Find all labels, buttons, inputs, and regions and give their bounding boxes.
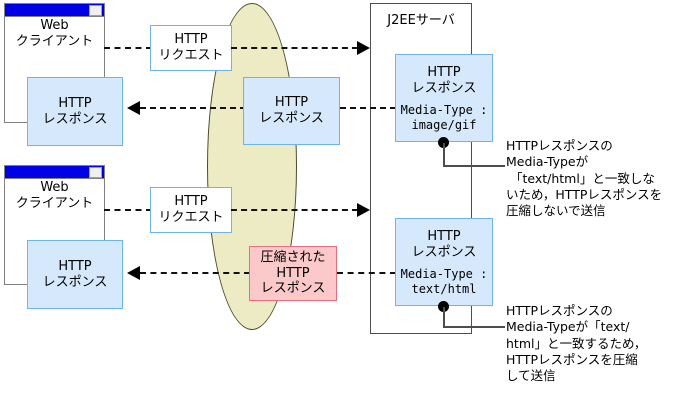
compressed-http-response-box: 圧縮された HTTP レスポンス [249, 246, 337, 301]
server-http-response-box-1: HTTP レスポンス Media-Type : image/gif [395, 54, 493, 142]
window-restore-icon[interactable] [89, 4, 102, 16]
annotation-text-2: HTTPレスポンスの Media-Typeが「text/ html」と一致するた… [506, 303, 647, 383]
web-client-label-2: Web クライアント [15, 180, 94, 211]
annotation-text-1: HTTPレスポンスの Media-Typeが 「text/html」と一致しな … [506, 138, 663, 218]
request-arrow-2 [357, 203, 370, 217]
callout-hline-2 [443, 326, 505, 328]
callout-dot-2 [438, 301, 449, 312]
web-client-label-1: Web クライアント [15, 18, 94, 49]
callout-dot-1 [438, 137, 449, 148]
response-line-2b [337, 272, 396, 274]
window-restore-icon[interactable] [89, 166, 102, 178]
response-line-2a [140, 272, 250, 274]
network-http-response-box-1: HTTP レスポンス [243, 77, 340, 145]
http-request-box-2: HTTP リクエスト [150, 187, 232, 233]
http-request-box-1: HTTP リクエスト [150, 25, 232, 71]
request-line-2b [231, 209, 358, 211]
callout-vline-2 [443, 307, 445, 327]
response-line-1a [140, 107, 246, 109]
response-arrow-1 [127, 101, 140, 115]
request-line-2a [104, 209, 152, 211]
media-type-value-2: text/html [411, 282, 477, 297]
media-type-label-2: Media-Type : [400, 267, 488, 282]
client-http-response-box-2: HTTP レスポンス [27, 240, 123, 309]
j2ee-server-container: J2EEサーバ [370, 3, 472, 334]
request-line-1a [104, 47, 152, 49]
window-titlebar-1 [5, 4, 104, 17]
request-arrow-1 [357, 41, 370, 55]
request-line-1b [231, 47, 358, 49]
callout-vline-1 [443, 143, 445, 166]
response-arrow-2 [127, 266, 140, 280]
media-type-label-1: Media-Type : [400, 103, 488, 118]
response-line-1b [330, 107, 396, 109]
window-titlebar-2 [5, 166, 104, 179]
client-http-response-box-1: HTTP レスポンス [27, 77, 123, 146]
j2ee-server-title: J2EEサーバ [387, 13, 455, 28]
server-http-response-box-2: HTTP レスポンス Media-Type : text/html [395, 218, 493, 306]
callout-hline-1 [443, 165, 505, 167]
media-type-value-1: image/gif [411, 118, 477, 133]
